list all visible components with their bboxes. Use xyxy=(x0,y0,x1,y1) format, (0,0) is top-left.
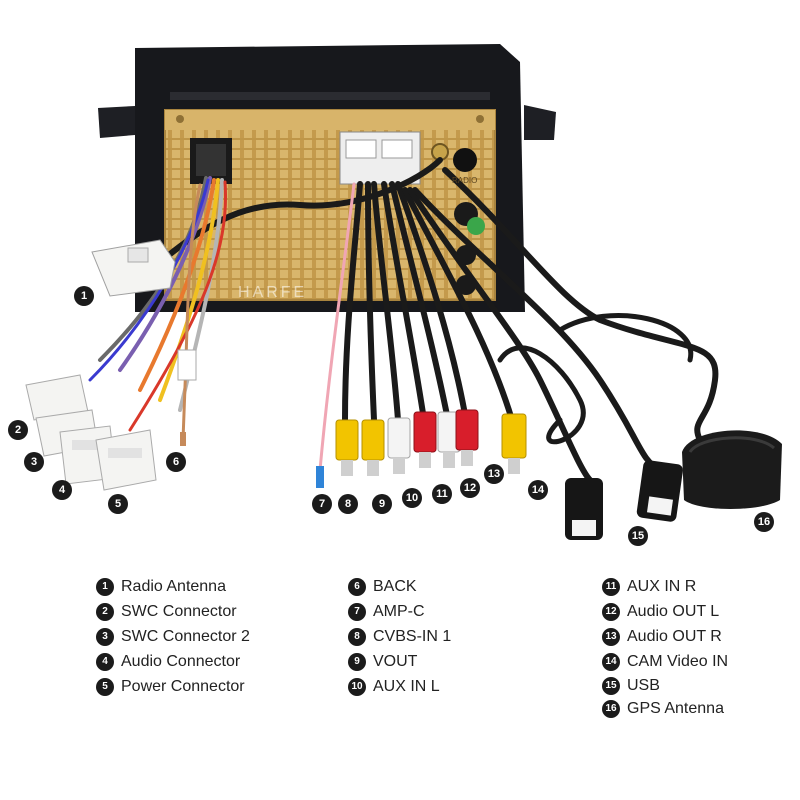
callout-9: 9 xyxy=(372,494,392,514)
legend-label: USB xyxy=(627,676,660,694)
power-connector xyxy=(95,429,157,491)
callout-7: 7 xyxy=(312,494,332,514)
radio-port-label: RADIO xyxy=(452,176,478,185)
rca-audio-out-l xyxy=(437,411,461,468)
rca-vout xyxy=(361,419,385,476)
legend-number: 8 xyxy=(348,627,366,646)
callout-16: 16 xyxy=(754,512,774,532)
legend-label: GPS Antenna xyxy=(627,699,724,717)
legend-number: 10 xyxy=(348,677,366,696)
legend-number: 9 xyxy=(348,652,366,671)
legend-label: Power Connector xyxy=(121,677,245,695)
legend-label: CAM Video IN xyxy=(627,652,729,670)
legend-label: VOUT xyxy=(373,652,418,670)
amp-c-wire-end xyxy=(316,466,324,488)
legend-number: 13 xyxy=(602,627,620,646)
callout-4: 4 xyxy=(52,480,72,500)
usb-connectors xyxy=(565,460,683,540)
radio-antenna-connector xyxy=(91,239,176,297)
callout-10: 10 xyxy=(402,488,422,508)
legend-item: 10 AUX IN L xyxy=(348,674,451,699)
legend-item: 5 Power Connector xyxy=(96,674,250,699)
legend-label: BACK xyxy=(373,577,417,595)
legend-number: 1 xyxy=(96,577,114,596)
wiring-illustration xyxy=(25,44,782,540)
legend-number: 11 xyxy=(602,577,620,596)
callout-15: 15 xyxy=(628,526,648,546)
legend-item: 14 CAM Video IN xyxy=(602,649,728,674)
callout-2: 2 xyxy=(8,420,28,440)
legend-item: 4 Audio Connector xyxy=(96,649,250,674)
callout-6: 6 xyxy=(166,452,186,472)
legend-number: 16 xyxy=(602,699,620,718)
legend-label: Audio OUT R xyxy=(627,627,722,645)
legend-number: 14 xyxy=(602,652,620,671)
wiring-diagram: HARFE 1 2 3 4 5 6 7 8 9 10 11 12 13 14 1… xyxy=(8,44,782,546)
legend-label: AUX IN R xyxy=(627,577,697,595)
callout-13: 13 xyxy=(484,464,504,484)
gps-antenna xyxy=(682,430,782,509)
rca-cvbs-in-1 xyxy=(335,419,359,476)
callout-1: 1 xyxy=(74,286,94,306)
callout-5: 5 xyxy=(108,494,128,514)
back-wire-end xyxy=(177,349,197,446)
legend-column-2: 6 BACK 7 AMP-C 8 CVBS-IN 1 9 VOUT 10 AUX IN L xyxy=(348,574,451,699)
callout-3: 3 xyxy=(24,452,44,472)
legend-item: 8 CVBS-IN 1 xyxy=(348,624,451,649)
legend-column-3: 11 AUX IN R 12 Audio OUT L 13 Audio OUT R 1… xyxy=(602,574,728,720)
legend-number: 4 xyxy=(96,652,114,671)
callout-8: 8 xyxy=(338,494,358,514)
legend-item: 1 Radio Antenna xyxy=(96,574,250,599)
legend-label: CVBS-IN 1 xyxy=(373,627,452,645)
legend-label: Audio Connector xyxy=(121,652,241,670)
legend-number: 6 xyxy=(348,577,366,596)
legend-item: 3 SWC Connector 2 xyxy=(96,624,250,649)
legend-label: SWC Connector 2 xyxy=(121,627,250,645)
legend-label: SWC Connector xyxy=(121,602,237,620)
legend-item: 16 GPS Antenna xyxy=(602,697,728,720)
legend-number: 2 xyxy=(96,602,114,621)
callout-12: 12 xyxy=(460,478,480,498)
legend-item: 13 Audio OUT R xyxy=(602,624,728,649)
legend-number: 7 xyxy=(348,602,366,621)
rca-aux-in-r xyxy=(413,411,437,468)
legend-item: 6 BACK xyxy=(348,574,451,599)
legend-number: 15 xyxy=(602,676,620,695)
rca-audio-out-r xyxy=(455,409,479,466)
head-unit xyxy=(98,44,556,312)
watermark: HARFE xyxy=(238,284,308,301)
legend-item: 9 VOUT xyxy=(348,649,451,674)
legend-label: AMP-C xyxy=(373,602,425,620)
legend-label: AUX IN L xyxy=(373,677,440,695)
legend-item: 15 USB xyxy=(602,674,728,697)
rca-cam-video-in xyxy=(501,413,527,474)
callout-14: 14 xyxy=(528,480,548,500)
legend-item: 12 Audio OUT L xyxy=(602,599,728,624)
legend-item: 11 AUX IN R xyxy=(602,574,728,599)
legend-number: 5 xyxy=(96,677,114,696)
legend-label: Audio OUT L xyxy=(627,602,720,620)
legend-label: Radio Antenna xyxy=(121,577,226,595)
callout-11: 11 xyxy=(432,484,452,504)
legend-item: 7 AMP-C xyxy=(348,599,451,624)
legend-column-1: 1 Radio Antenna 2 SWC Connector 3 SWC Conne… xyxy=(96,574,250,699)
legend-number: 3 xyxy=(96,627,114,646)
rca-aux-in-l xyxy=(387,417,411,474)
legend-number: 12 xyxy=(602,602,620,621)
legend-item: 2 SWC Connector xyxy=(96,599,250,624)
